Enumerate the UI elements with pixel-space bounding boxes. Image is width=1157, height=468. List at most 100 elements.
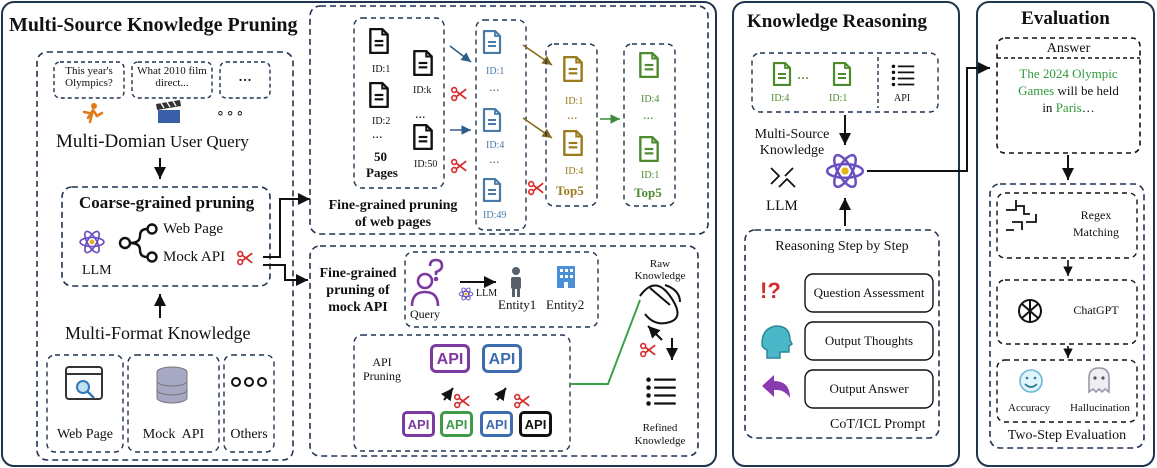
- question-person-icon: [410, 258, 444, 307]
- answer-label: Answer: [1046, 41, 1091, 56]
- api-chip-small-purple: API: [402, 411, 435, 437]
- api-chip-box: [353, 334, 571, 452]
- entity2-label: Entity2: [546, 297, 585, 312]
- panel-reasoning-title: Knowledge Reasoning: [747, 11, 927, 32]
- multi-format-label: Multi-Format Knowledge: [65, 323, 251, 343]
- api-pruning-a: API: [372, 355, 392, 369]
- refined-knowledge-a: Refined: [642, 422, 678, 434]
- coarse-web-page-label: Web Page: [163, 221, 224, 237]
- reasoning-steps-title: Reasoning Step by Step: [775, 239, 909, 254]
- query-text-3: ...: [238, 65, 252, 85]
- green-id-4: ID:4: [641, 94, 660, 105]
- answer-part-6: …: [1081, 99, 1095, 115]
- clapperboard-icon: [156, 100, 181, 123]
- reply-arrow-icon: [762, 375, 790, 398]
- source-box-others: [223, 354, 275, 453]
- step-output-thoughts: Output Thoughts: [824, 333, 914, 348]
- coarse-mock-api-label: Mock API: [163, 249, 226, 265]
- metrics-box: [996, 359, 1138, 423]
- fork-icon: [118, 223, 158, 263]
- pages-label: Pages: [366, 165, 398, 180]
- filtered-id-49: ID:49: [483, 210, 507, 221]
- web-page-icon: [65, 366, 103, 400]
- step-output-answer: Output Answer: [829, 381, 909, 396]
- coarse-llm-label: LLM: [82, 263, 112, 278]
- step-box-1: [804, 273, 934, 313]
- answer-part-4: in: [1042, 99, 1056, 115]
- database-icon: [156, 366, 188, 404]
- exchange-arrows-icon: [770, 167, 796, 188]
- api-caption-2: pruning of: [326, 283, 390, 298]
- top5-gold-box: [545, 43, 598, 207]
- refined-knowledge-b: Knowledge: [634, 435, 686, 447]
- user-query-label: Multi-Domian User Query: [56, 131, 249, 153]
- api-llm-label: LLM: [476, 288, 498, 299]
- api-chip-small-blue: API: [480, 411, 513, 437]
- person-icon: [511, 267, 521, 297]
- user-query-label-a: Multi-Domian: [56, 131, 166, 152]
- runner-icon: [82, 103, 104, 124]
- api-chip-blue-top: API: [482, 344, 522, 373]
- brain-head-icon: [761, 325, 793, 359]
- more-queries-icon: ∘∘∘: [216, 106, 246, 121]
- coarse-pruning-box: [61, 186, 271, 287]
- multi-source-a: Multi-Source: [754, 127, 830, 142]
- reasoning-api-label: API: [894, 93, 911, 104]
- reasoning-steps-box: [744, 229, 940, 439]
- regex-label-b: Matching: [1073, 225, 1119, 239]
- web-pruning-box: [309, 5, 709, 235]
- query-bubble-2: [131, 61, 213, 99]
- accuracy-label: Accuracy: [1008, 402, 1051, 414]
- api-pruning-box: [309, 245, 699, 457]
- filtered-column-box: [475, 19, 527, 231]
- regex-label-a: Regex: [1080, 208, 1112, 222]
- green-dots: ...: [643, 108, 654, 123]
- api-pruning-b: Pruning: [362, 369, 401, 383]
- api-caption-1: Fine-grained: [319, 266, 397, 281]
- hallucination-label: Hallucination: [1070, 402, 1130, 414]
- raw-knowledge-a: Raw: [649, 258, 671, 270]
- page-id-1: ID:1: [372, 64, 391, 75]
- pages-count: 50: [374, 149, 387, 164]
- entity1-label: Entity1: [498, 297, 537, 312]
- api-query-label: Query: [410, 307, 440, 321]
- accuracy-icon: [1019, 369, 1043, 393]
- web-caption-a: Fine-grained pruning: [328, 198, 458, 213]
- more-circles-icon: [231, 377, 267, 387]
- pages-column-box: [353, 17, 445, 189]
- llm-atom-icon: [79, 228, 105, 256]
- building-icon: [557, 266, 575, 288]
- gold-id-1: ID:1: [565, 96, 584, 107]
- reasoning-id-dots: ...: [797, 66, 809, 83]
- answer-part-2: Games: [1018, 82, 1055, 98]
- api-chip-small-black: API: [519, 411, 552, 437]
- coarse-pruning-title: Coarse-grained pruning: [79, 193, 255, 212]
- page-id-2: ID:2: [372, 116, 391, 127]
- gold-dots: ...: [567, 108, 578, 123]
- answer-box: [996, 37, 1141, 154]
- cot-icl-label: CoT/ICL Prompt: [830, 417, 926, 432]
- answer-part-5: Paris: [1055, 99, 1082, 115]
- filtered-dots-2: ...: [489, 152, 500, 167]
- page-id-k: ID:k: [413, 85, 432, 96]
- two-step-label: Two-Step Evaluation: [1007, 428, 1127, 443]
- step-box-2: [804, 321, 934, 361]
- query-bubble-1: [53, 61, 125, 99]
- source-box-web: [46, 354, 124, 453]
- reasoning-id-4: ID:4: [771, 93, 790, 104]
- filtered-dots-1: ...: [489, 80, 500, 95]
- query-text-2: What 2010 film direct...: [137, 65, 207, 90]
- user-query-label-b: User Query: [165, 132, 249, 151]
- multi-source-b: Knowledge: [759, 143, 825, 158]
- two-step-box: [989, 183, 1145, 449]
- green-id-1: ID:1: [641, 170, 660, 181]
- panel-reasoning-border: [732, 1, 960, 467]
- chatgpt-icon: [1018, 299, 1042, 323]
- panel-evaluation-border: [976, 1, 1155, 467]
- answer-part-1: The 2024 Olympic: [1019, 66, 1118, 81]
- filtered-id-1: ID:1: [486, 66, 505, 77]
- panel-evaluation-title: Evaluation: [1021, 8, 1110, 29]
